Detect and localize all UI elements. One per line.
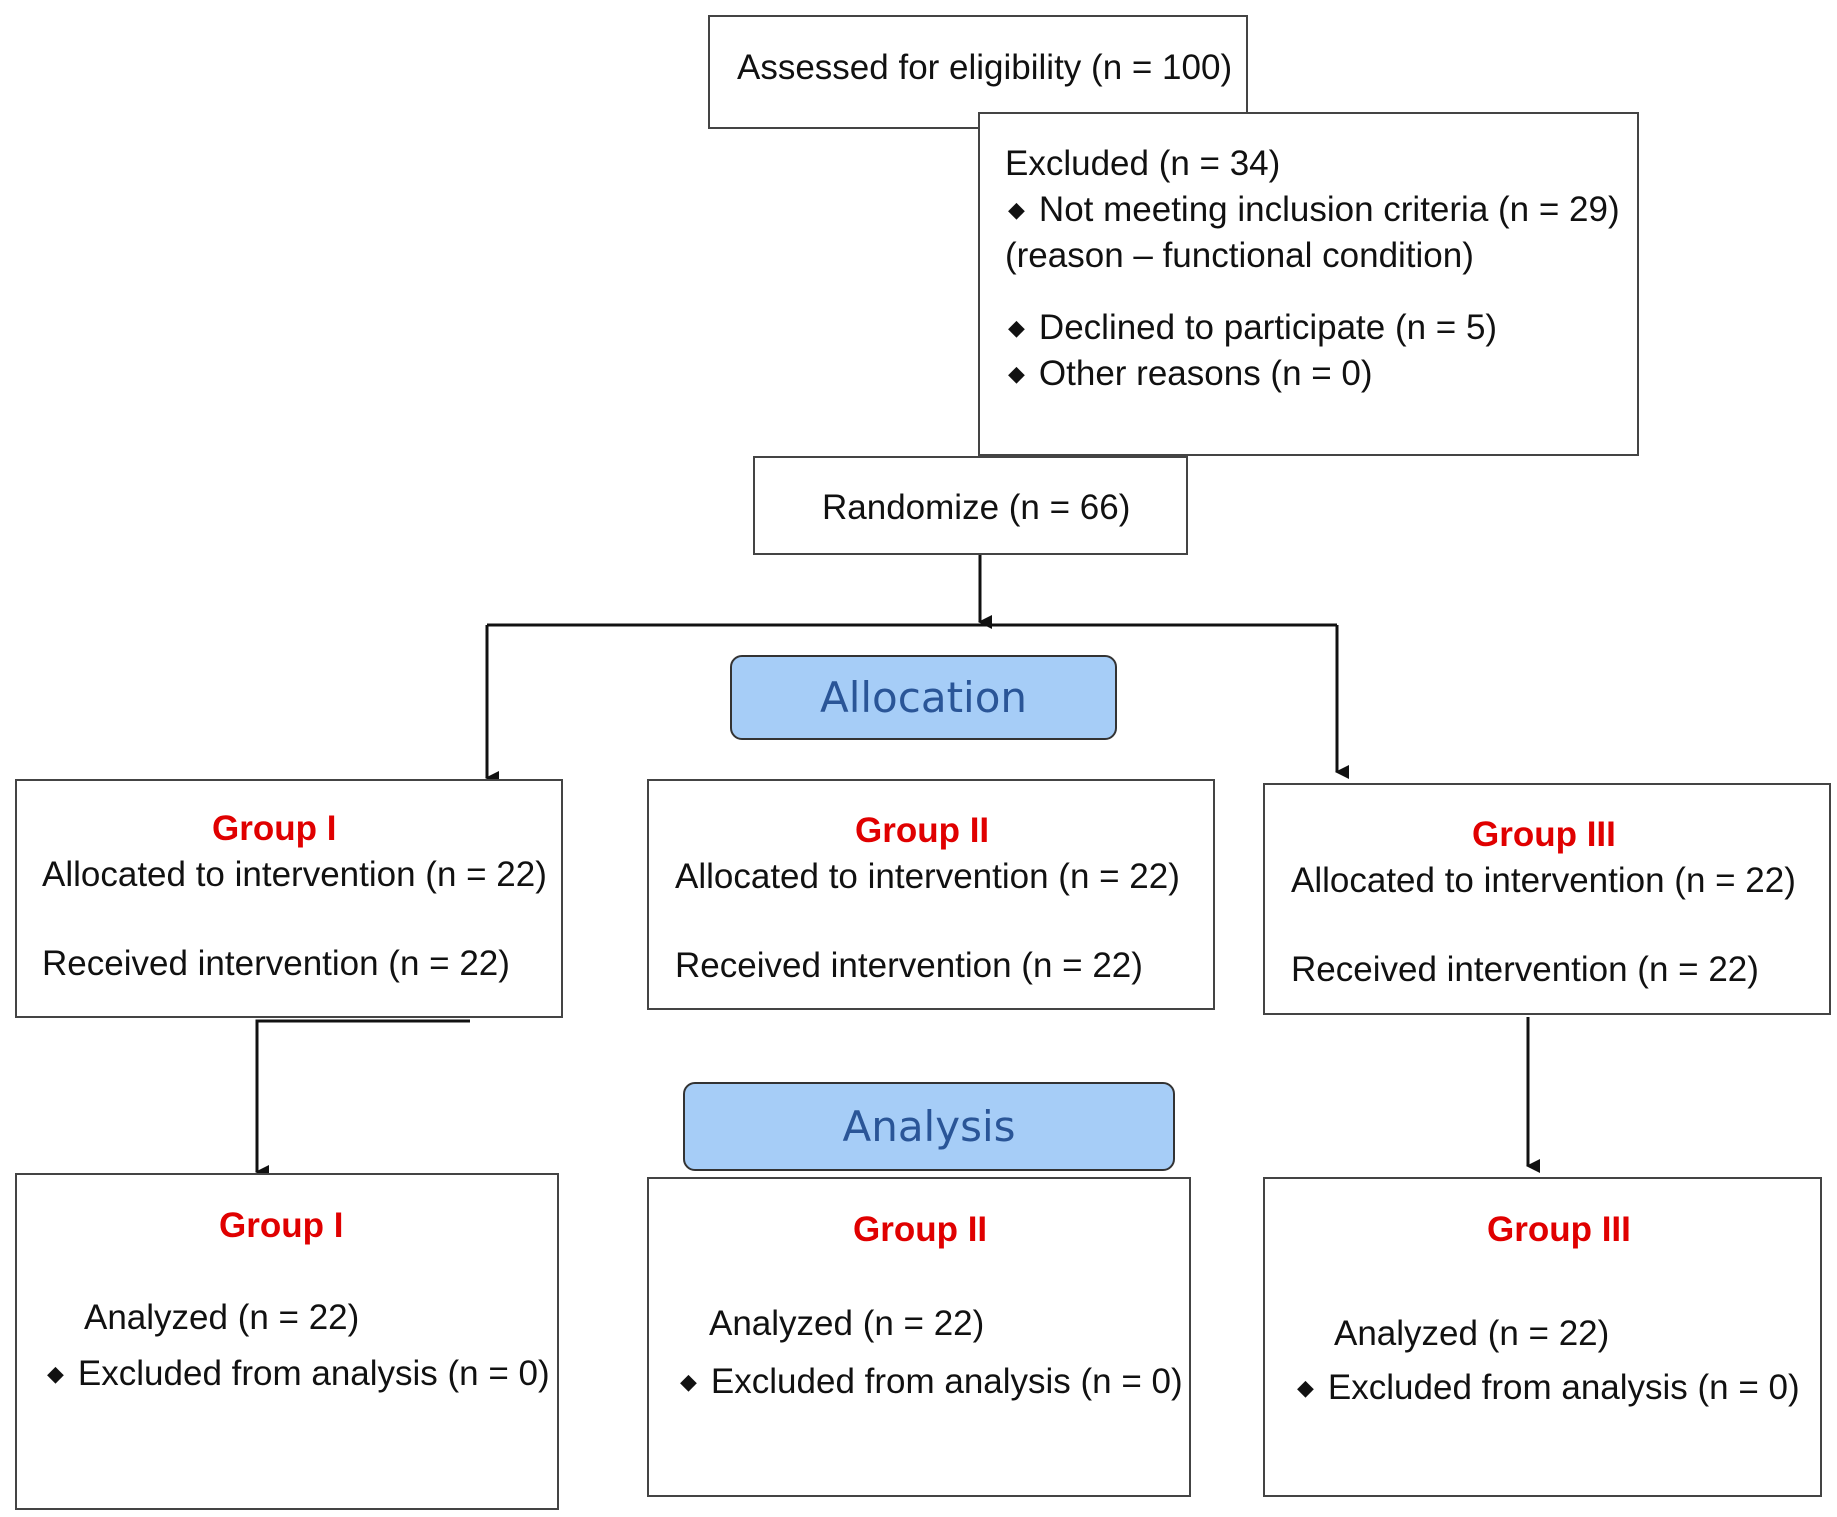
analysis-group-ii-analyzed: Analyzed (n = 22): [709, 1304, 985, 1343]
analysis-group-i-box: [15, 1173, 559, 1510]
analysis-group-iii-title: Group III: [1487, 1210, 1631, 1249]
analysis-group-iii-excluded: ◆Excluded from analysis (n = 0): [1297, 1368, 1800, 1407]
allocation-group-i-box: [15, 779, 563, 1018]
diamond-bullet-icon: ◆: [1008, 315, 1025, 340]
allocation-group-ii-title: Group II: [855, 811, 990, 850]
analysis-group-iii-analyzed: Analyzed (n = 22): [1334, 1314, 1610, 1353]
analysis-group-i-excluded: ◆Excluded from analysis (n = 0): [47, 1354, 550, 1393]
allocation-group-ii-received: Received intervention (n = 22): [675, 946, 1143, 985]
allocation-group-ii-box: [647, 779, 1215, 1010]
analysis-group-ii-box: [647, 1177, 1191, 1497]
connector-group-i-down-stub: [255, 1019, 470, 1179]
excluded-box: [978, 112, 1639, 456]
excluded-declined: ◆Declined to participate (n = 5): [1008, 308, 1498, 347]
excluded-other: ◆Other reasons (n = 0): [1008, 354, 1373, 393]
excluded-not-meeting: ◆Not meeting inclusion criteria (n = 29): [1008, 190, 1620, 229]
assessed-text: Assessed for eligibility (n = 100): [737, 48, 1233, 87]
allocation-phase-label: Allocation: [730, 655, 1117, 740]
allocation-group-iii-allocated: Allocated to intervention (n = 22): [1291, 861, 1796, 900]
analysis-group-i-title: Group I: [219, 1206, 344, 1245]
excluded-title: Excluded (n = 34): [1005, 144, 1281, 183]
diamond-bullet-icon: ◆: [1008, 197, 1025, 222]
allocation-group-i-allocated: Allocated to intervention (n = 22): [42, 855, 547, 894]
allocation-group-i-received: Received intervention (n = 22): [42, 944, 510, 983]
analysis-group-i-analyzed: Analyzed (n = 22): [84, 1298, 360, 1337]
diamond-bullet-icon: ◆: [47, 1361, 64, 1386]
analysis-group-ii-excluded: ◆Excluded from analysis (n = 0): [680, 1362, 1183, 1401]
diamond-bullet-icon: ◆: [680, 1369, 697, 1394]
diamond-bullet-icon: ◆: [1008, 361, 1025, 386]
allocation-group-iii-title: Group III: [1472, 815, 1616, 854]
analysis-phase-label: Analysis: [683, 1082, 1175, 1171]
excluded-reason: (reason – functional condition): [1005, 236, 1474, 275]
randomize-text: Randomize (n = 66): [822, 488, 1131, 527]
randomize-box: [753, 456, 1188, 555]
allocation-group-iii-box: [1263, 783, 1831, 1015]
allocation-group-i-title: Group I: [212, 809, 337, 848]
analysis-group-iii-box: [1263, 1177, 1822, 1497]
allocation-group-ii-allocated: Allocated to intervention (n = 22): [675, 857, 1180, 896]
allocation-group-iii-received: Received intervention (n = 22): [1291, 950, 1759, 989]
analysis-group-ii-title: Group II: [853, 1210, 988, 1249]
diamond-bullet-icon: ◆: [1297, 1375, 1314, 1400]
